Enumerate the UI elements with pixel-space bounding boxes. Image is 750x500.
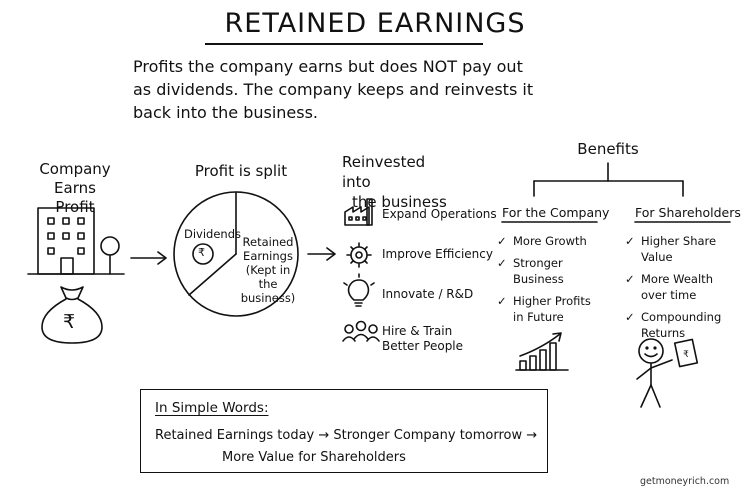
definition-line-3: back into the business. — [133, 103, 319, 122]
reinvested-line-1: Reinvested into — [342, 153, 426, 191]
benefit-label: Stronger Business — [513, 256, 564, 286]
summary-line-1: Retained Earnings today → Stronger Compa… — [155, 428, 538, 443]
dividends-label: Dividends — [184, 227, 242, 241]
list-item: ✓ More Wealth — [625, 271, 747, 287]
tree-icon — [100, 236, 120, 275]
gear-icon — [346, 242, 372, 268]
reinvest-item-hire: Hire & Train Better People — [382, 324, 463, 354]
benefits-bracket — [533, 162, 684, 197]
footer-credit: getmoneyrich.com — [640, 476, 730, 487]
summary-title: In Simple Words: — [155, 400, 269, 416]
company-earns-line-1: Company Earns — [39, 160, 111, 197]
reinvested-heading: Reinvested into the business — [342, 152, 452, 212]
benefit-label: over time — [641, 288, 697, 302]
benefit-label: Compounding — [641, 310, 722, 324]
benefit-label: More Growth — [513, 234, 587, 248]
profit-split-heading: Profit is split — [194, 162, 288, 180]
benefit-label: Returns — [641, 326, 686, 340]
definition-text: Profits the company earns but does NOT p… — [133, 55, 603, 124]
benefit-label: in Future — [513, 310, 564, 324]
check-icon: ✓ — [497, 294, 507, 308]
retained-line-1: Retained — [242, 235, 294, 249]
page-title: RETAINED EARNINGS — [224, 8, 526, 39]
factory-icon — [344, 198, 373, 226]
benefit-label: More Wealth — [641, 272, 713, 286]
company-earns-heading: Company Earns Profit — [18, 160, 132, 217]
check-icon: ✓ — [625, 234, 635, 248]
benefit-label: Higher Share Value — [641, 234, 717, 264]
reinvested-line-2: the business — [352, 193, 447, 211]
list-item: ✓ More Growth — [497, 233, 617, 249]
check-icon: ✓ — [497, 234, 507, 248]
company-benefits-heading: For the Company — [502, 205, 610, 220]
list-item-continuation: Returns — [625, 325, 747, 341]
lightbulb-icon — [343, 273, 375, 307]
reinvest-hire-line-2: Better People — [382, 339, 464, 353]
check-icon: ✓ — [497, 256, 507, 270]
list-item-continuation: in Future — [497, 309, 617, 325]
list-item: ✓ Higher Share Value — [625, 233, 747, 265]
reinvest-item-innovate: Innovate / R&D — [382, 287, 474, 301]
retained-earnings-label: Retained Earnings (Kept in the business) — [240, 235, 296, 305]
shareholder-benefits-list: ✓ Higher Share Value ✓ More Wealth over ti… — [625, 233, 747, 347]
happy-shareholder-icon — [636, 338, 699, 408]
building-icon — [27, 207, 125, 275]
retained-line-2: Earnings — [243, 249, 293, 263]
definition-line-1: Profits the company earns but does NOT p… — [133, 57, 523, 76]
benefit-label: Higher Profits — [513, 294, 591, 308]
definition-line-2: as dividends. The company keeps and rein… — [133, 80, 534, 99]
list-item: ✓ Stronger Business — [497, 255, 617, 287]
check-icon: ✓ — [625, 272, 635, 286]
retained-line-4: business) — [240, 291, 296, 305]
list-item: ✓ Compounding — [625, 309, 747, 325]
rupee-icon: ₹ — [63, 311, 76, 333]
company-earns-line-2: Profit — [55, 198, 95, 216]
summary-line-2: More Value for Shareholders — [222, 450, 406, 465]
profit-pie-chart — [173, 191, 299, 317]
reinvest-item-efficiency: Improve Efficiency — [382, 247, 493, 261]
arrow-to-reinvest — [307, 247, 336, 261]
retained-line-3: (Kept in the — [245, 263, 291, 291]
shareholder-benefits-heading: For Shareholders — [635, 205, 741, 220]
check-icon: ✓ — [625, 310, 635, 324]
benefits-heading: Benefits — [577, 140, 639, 158]
list-item: ✓ Higher Profits — [497, 293, 617, 309]
money-bag-icon — [41, 286, 103, 344]
reinvest-item-expand: Expand Operations — [382, 207, 497, 221]
company-benefits-list: ✓ More Growth ✓ Stronger Business ✓ Higher … — [497, 233, 617, 331]
dividends-rupee-icon: ₹ — [198, 246, 205, 259]
reinvest-hire-line-1: Hire & Train — [382, 324, 453, 338]
list-item-continuation: over time — [625, 287, 747, 303]
arrow-to-split — [130, 251, 167, 265]
title-underline — [205, 43, 483, 45]
summary-box — [140, 389, 548, 473]
growth-chart-icon — [515, 332, 569, 371]
people-icon — [342, 320, 380, 342]
note-rupee-symbol: ₹ — [683, 350, 689, 360]
